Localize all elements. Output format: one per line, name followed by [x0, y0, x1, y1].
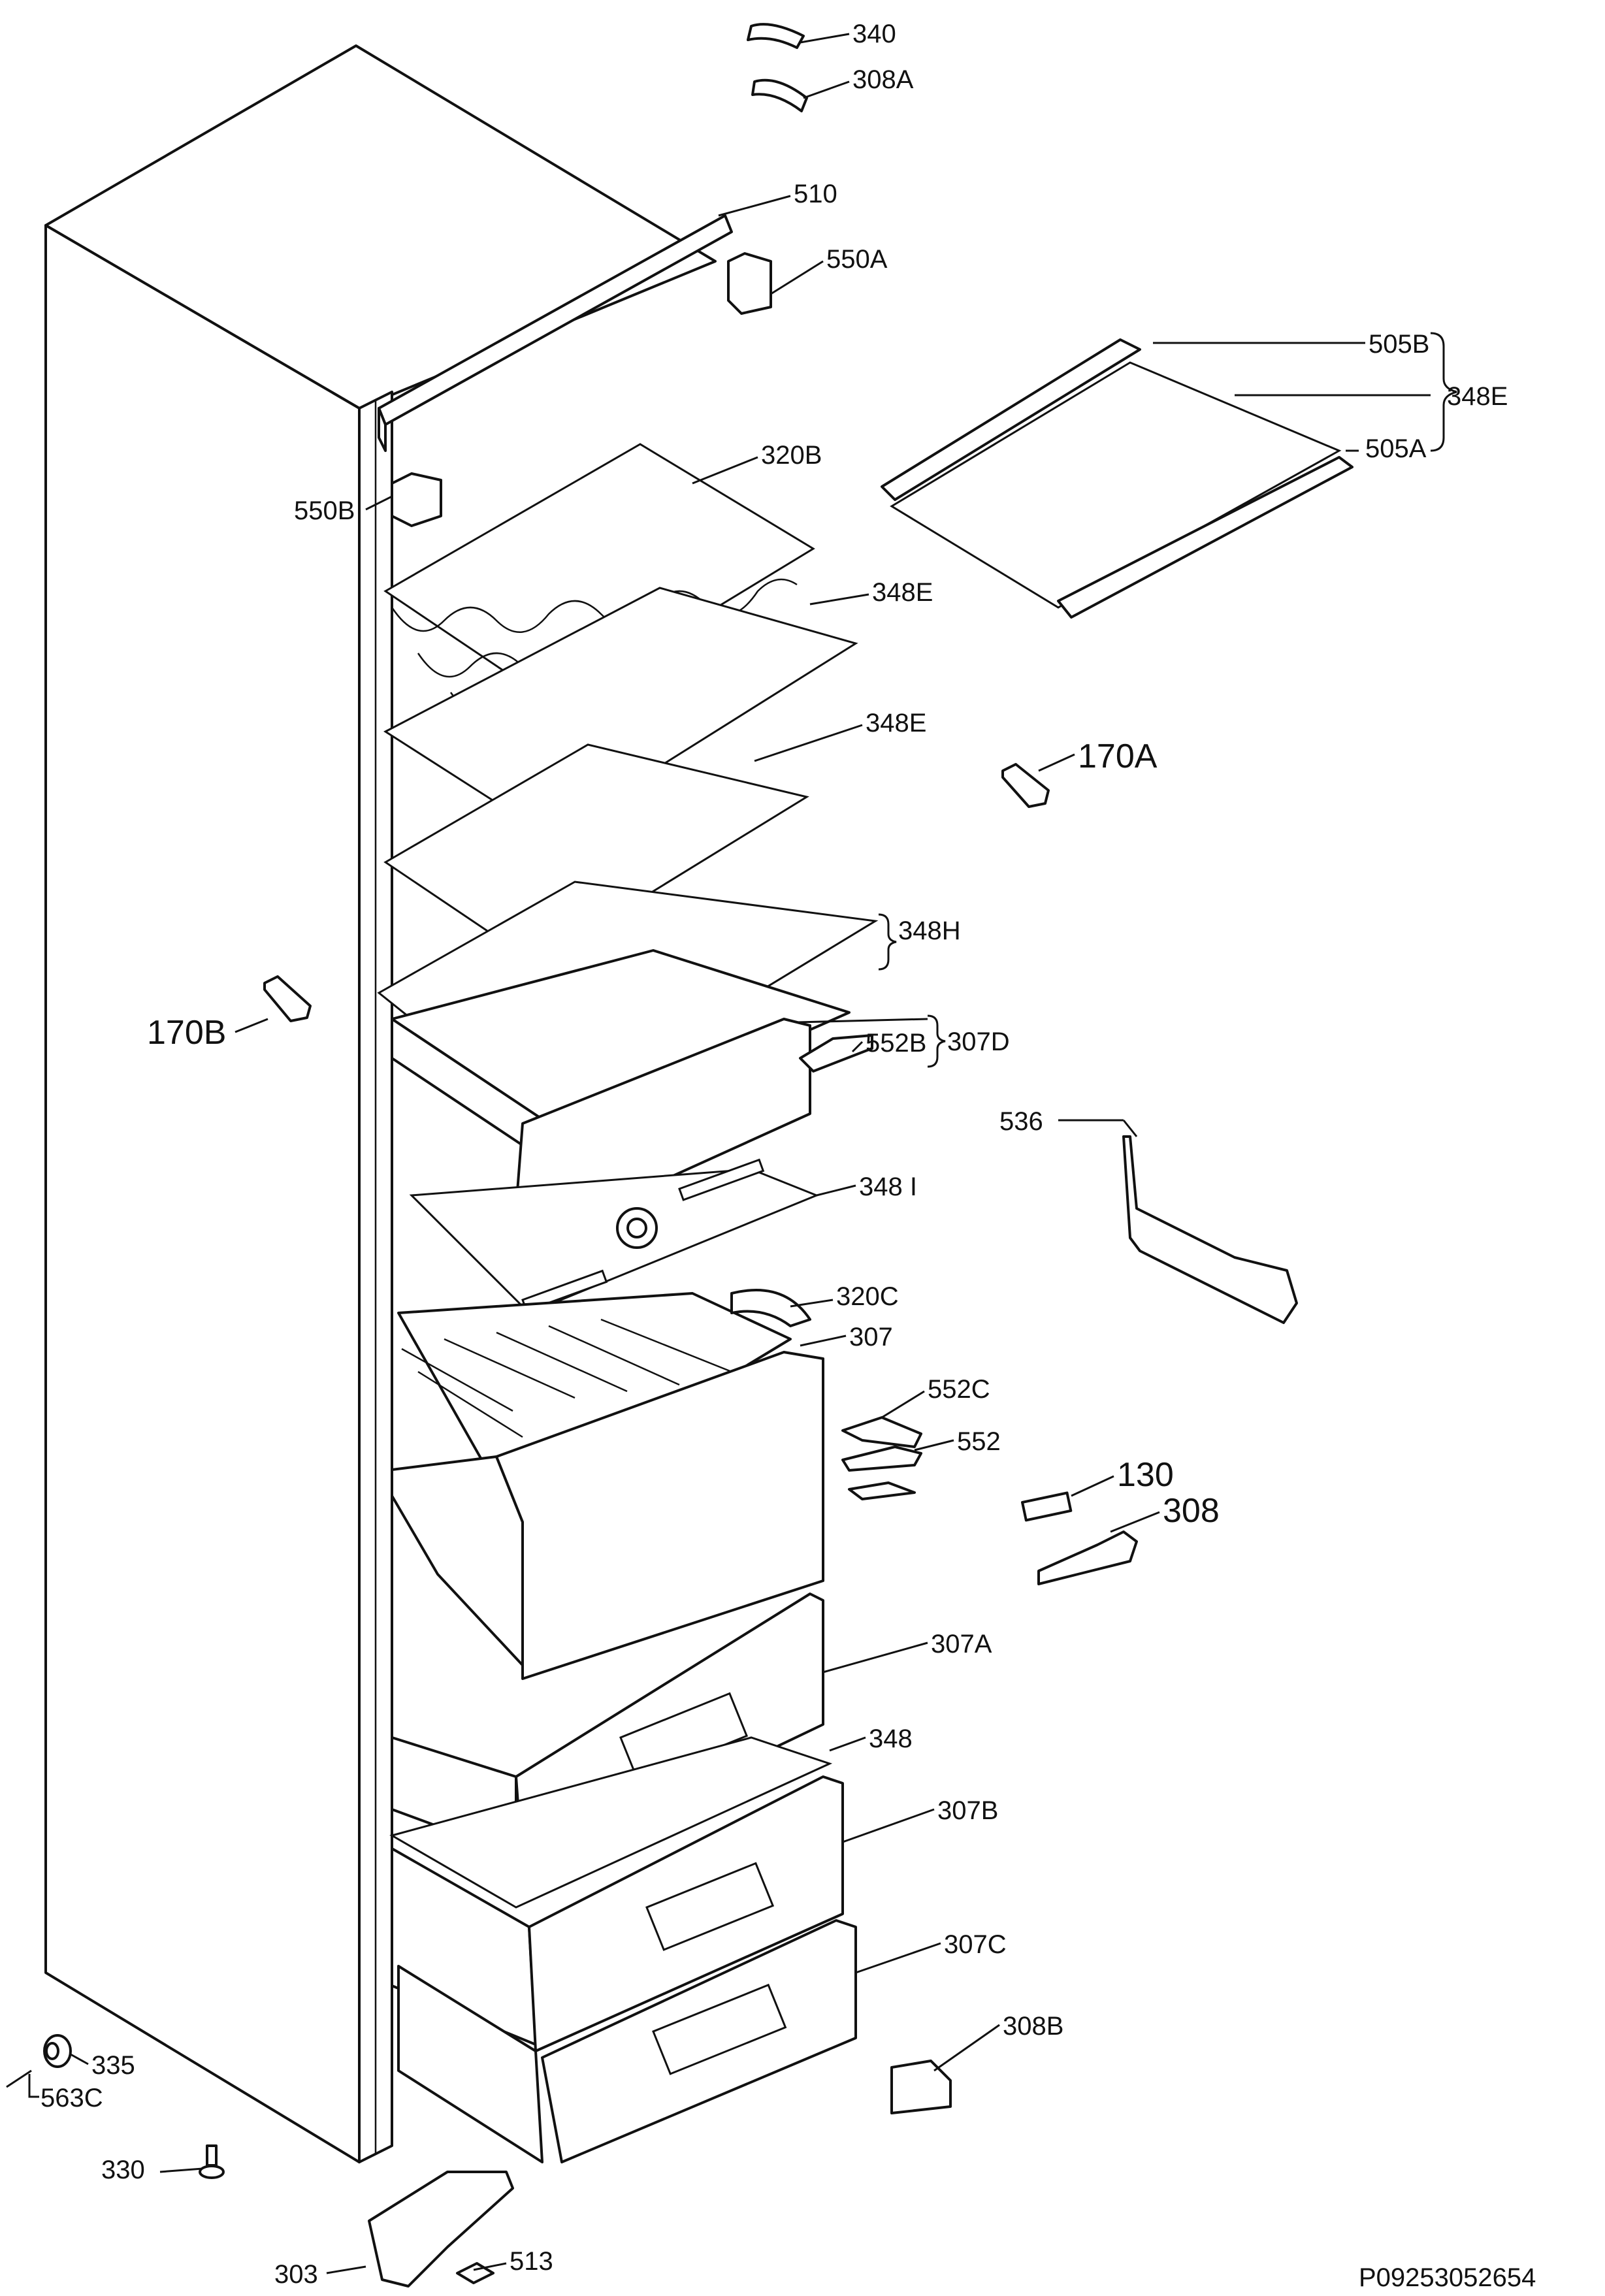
label-320c: 320C — [836, 1282, 899, 1311]
label-307d: 307D — [947, 1027, 1010, 1056]
label-513: 513 — [510, 2247, 553, 2276]
foot-330 — [199, 2144, 225, 2179]
label-307a: 307A — [931, 1630, 992, 1658]
hinge-308b — [890, 2060, 952, 2114]
hinge-cover-550b — [391, 472, 442, 527]
part-130 — [1021, 1491, 1073, 1522]
label-550b: 550B — [294, 496, 355, 525]
label-320b: 320B — [761, 441, 822, 470]
label-348: 348 — [869, 1724, 913, 1753]
part-170a — [1001, 763, 1050, 808]
label-536: 536 — [999, 1107, 1043, 1136]
label-307c: 307C — [944, 1930, 1007, 1959]
freezer-drawer-307b — [389, 1736, 844, 2052]
label-335: 335 — [91, 2051, 135, 2080]
shelf-assembly-348e — [881, 338, 1354, 619]
rail-552c — [841, 1416, 922, 1448]
rail-552b — [799, 1034, 873, 1073]
glass-shelf-348e-middle — [383, 743, 809, 965]
label-348e-group: 348E — [1447, 382, 1508, 411]
label-563c: 563C — [41, 2084, 103, 2112]
label-170a: 170A — [1078, 737, 1158, 775]
rail-552-lower — [848, 1481, 916, 1500]
label-348e-middle: 348E — [866, 709, 926, 737]
label-330: 330 — [101, 2156, 145, 2184]
leader-lines — [28, 33, 1457, 2274]
label-348e-upper: 348E — [872, 578, 933, 607]
fan-cover-348i — [409, 1158, 819, 1314]
part-335-563c — [6, 2034, 72, 2088]
label-307b: 307B — [937, 1796, 998, 1825]
label-170b: 170B — [147, 1014, 226, 1052]
part-308a — [751, 78, 808, 112]
label-130: 130 — [1117, 1456, 1174, 1494]
label-308b: 308B — [1003, 2012, 1063, 2041]
hinge-308 — [1037, 1530, 1138, 1585]
hinge-cover-550a — [727, 252, 772, 315]
label-505b: 505B — [1369, 330, 1429, 359]
part-340 — [747, 23, 805, 49]
part-320c — [730, 1289, 811, 1327]
plinth-303 — [368, 2171, 514, 2288]
label-308: 308 — [1163, 1492, 1220, 1530]
label-308a: 308A — [852, 65, 914, 94]
label-303: 303 — [274, 2260, 318, 2289]
top-trim-510 — [378, 214, 733, 452]
footer-code: P09253052654 — [1359, 2263, 1536, 2292]
part-170b — [263, 975, 312, 1022]
main-drawer-307 — [391, 1292, 824, 1680]
label-552: 552 — [957, 1427, 1001, 1456]
rail-552 — [841, 1446, 922, 1472]
label-348h: 348H — [898, 916, 961, 945]
label-307: 307 — [849, 1323, 893, 1351]
part-labels: 340 308A 510 550A 505B 348E 505A 320B 55… — [41, 20, 1536, 2292]
label-552b: 552B — [866, 1029, 926, 1058]
label-550a: 550A — [826, 245, 888, 274]
freezer-drawer-307c — [397, 1919, 857, 2163]
label-552c: 552C — [928, 1375, 990, 1404]
label-340: 340 — [852, 20, 896, 48]
label-505a: 505A — [1365, 434, 1427, 463]
divider-536 — [1122, 1135, 1298, 1324]
label-348i: 348 I — [859, 1172, 917, 1201]
label-510: 510 — [794, 180, 837, 208]
